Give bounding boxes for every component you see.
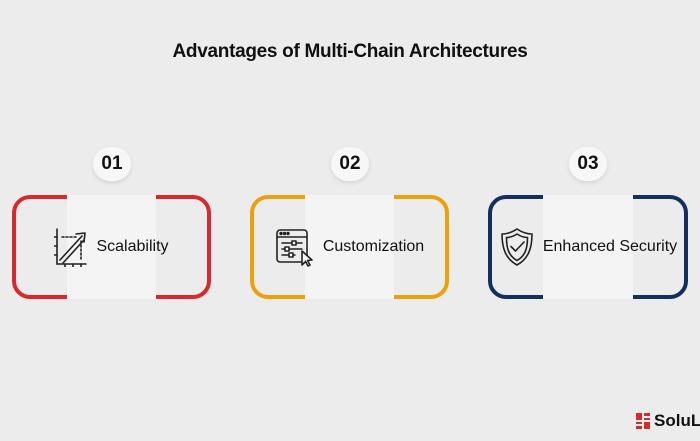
advantage-card-customization: Customization: [250, 195, 449, 299]
brand-logo: SoluL: [636, 411, 700, 431]
settings-panel-icon: [276, 229, 313, 267]
card-label-enhanced-security: Enhanced Security: [542, 238, 678, 255]
advantage-card-enhanced-security: Enhanced Security: [488, 195, 688, 299]
card-label-scalability: Scalability: [96, 238, 169, 255]
card-label-customization: Customization: [322, 238, 425, 255]
brand-name: SoluL: [654, 411, 700, 430]
step-number-2: 02: [331, 147, 369, 181]
step-number-1: 01: [93, 147, 131, 181]
shield-check-icon: [501, 228, 533, 266]
diagram-title: Advantages of Multi-Chain Architectures: [172, 41, 528, 62]
brand-mark-icon: [636, 413, 650, 429]
growth-chart-icon: [54, 228, 88, 267]
advantage-card-scalability: Scalability: [12, 195, 211, 299]
step-number-3: 03: [569, 147, 607, 181]
